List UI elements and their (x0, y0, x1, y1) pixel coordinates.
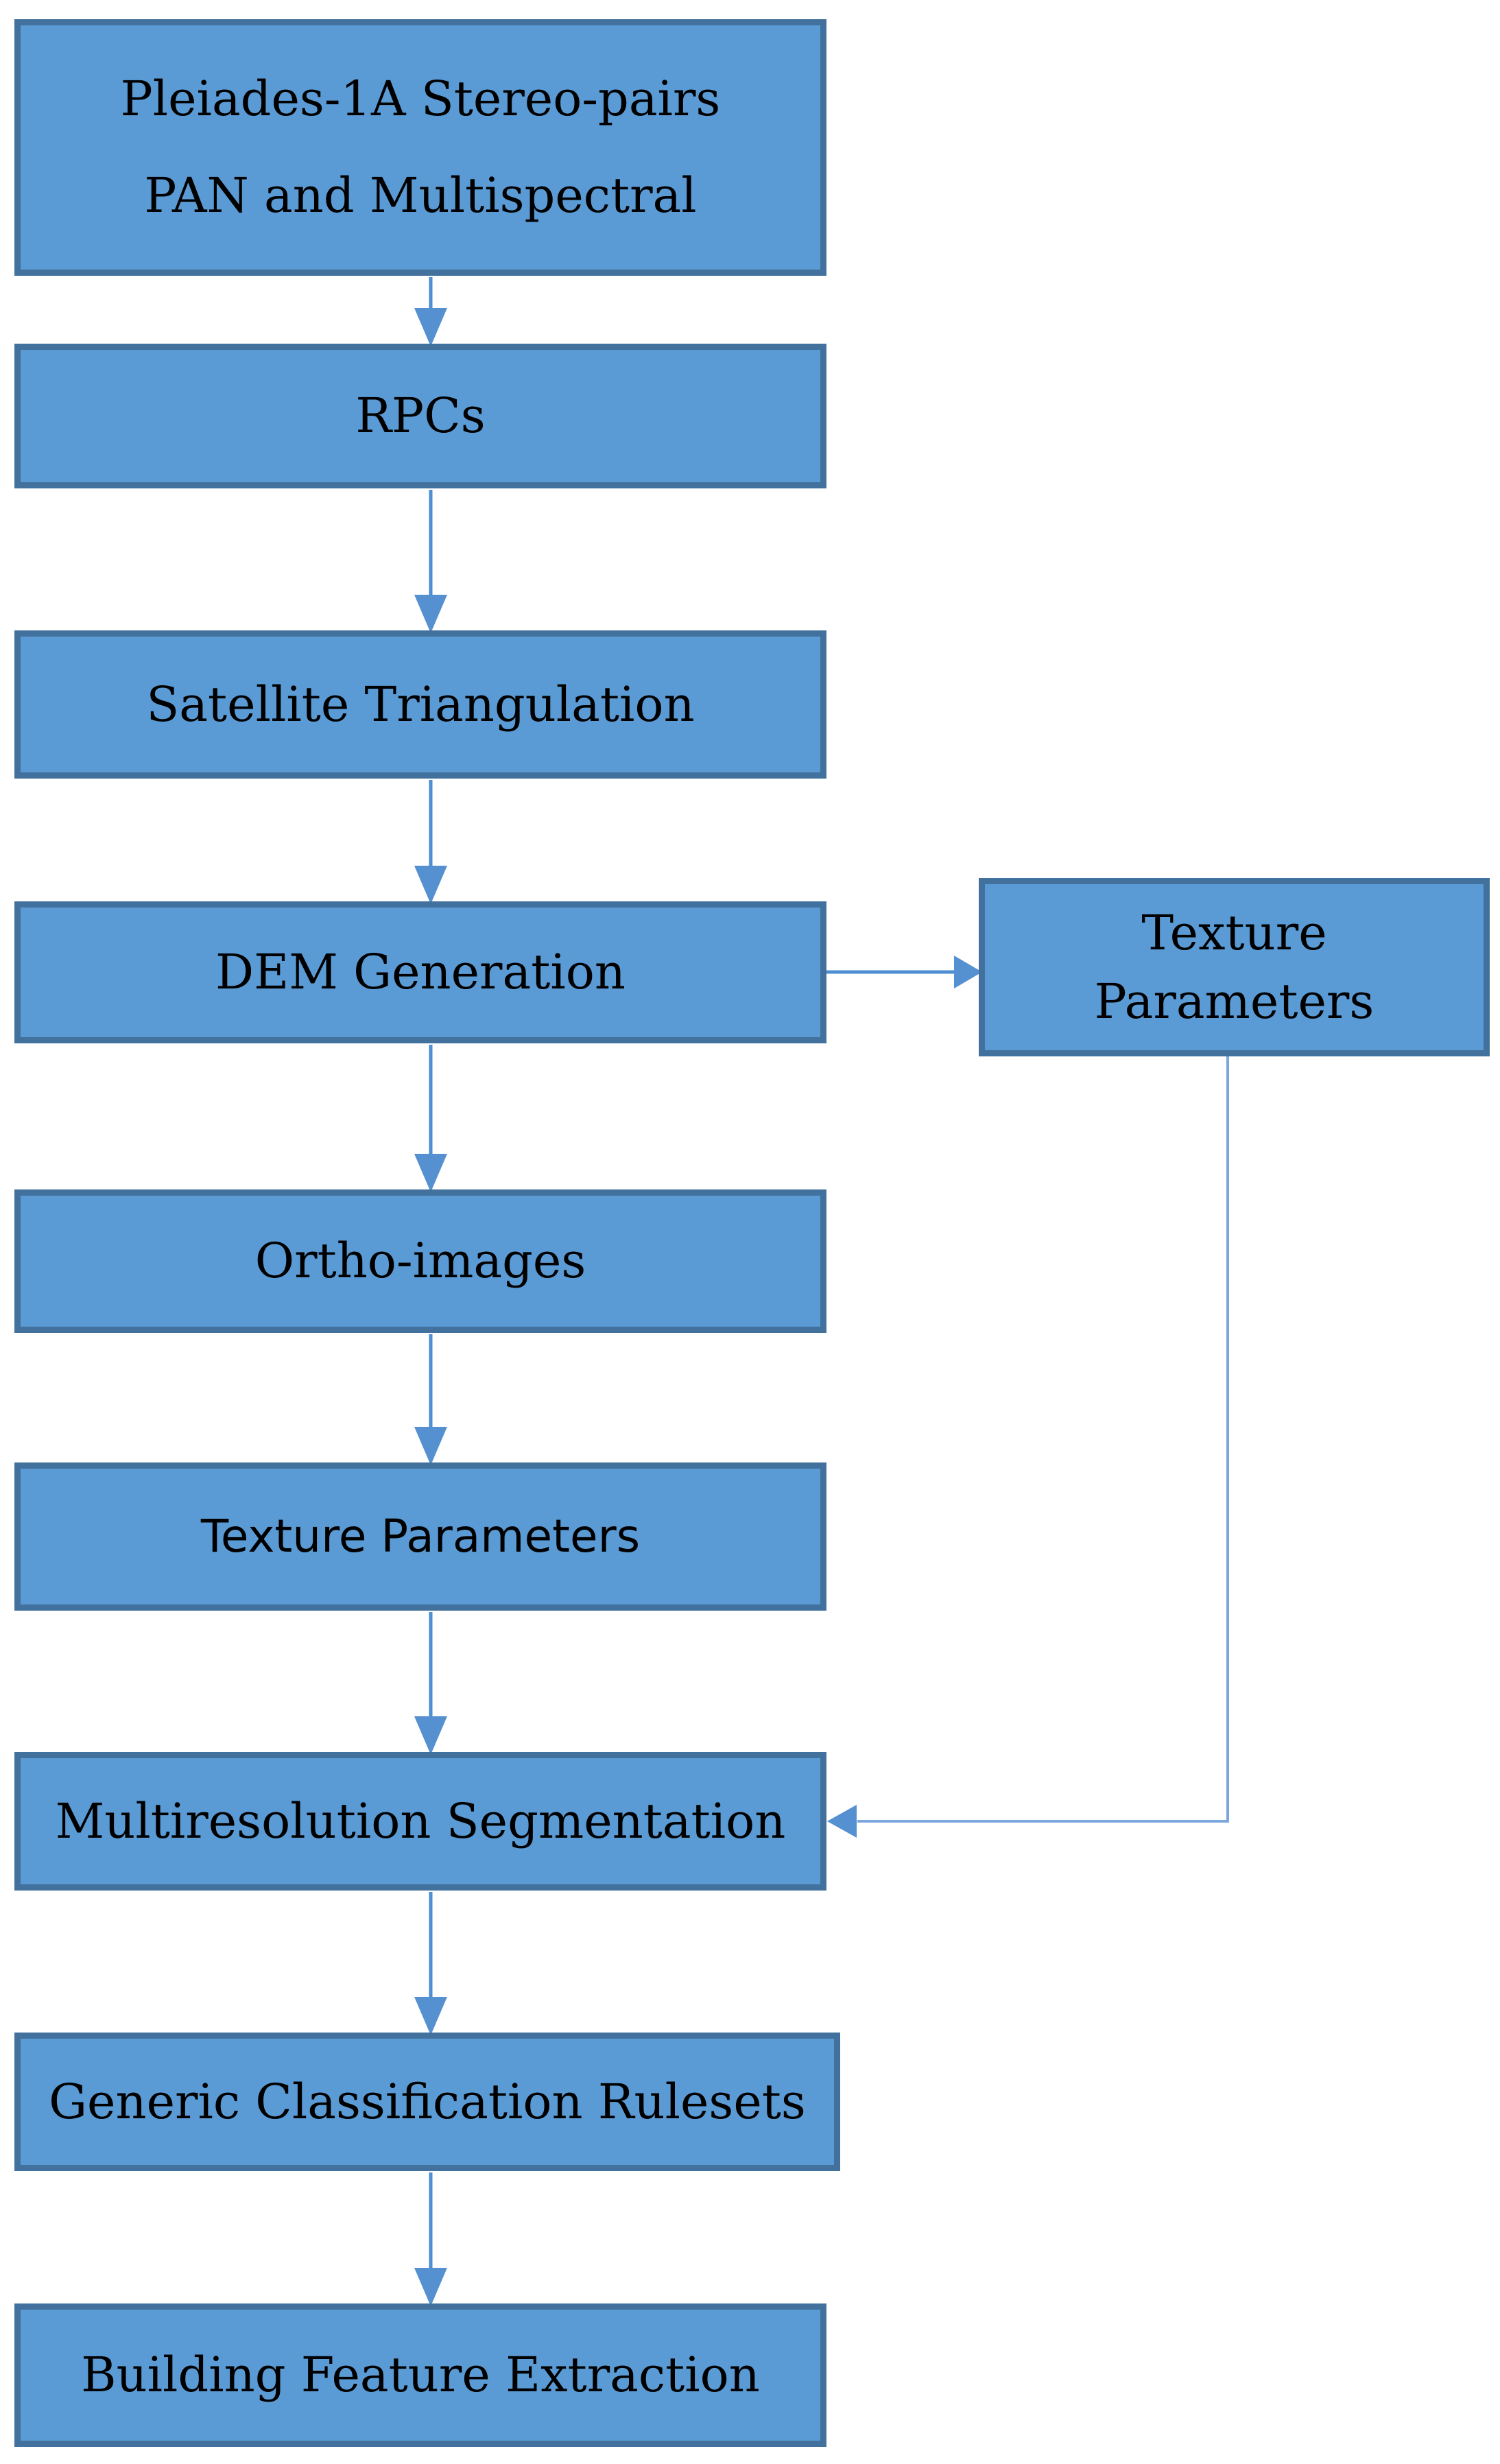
node-label: Pleiades-1A Stereo-pairs (120, 71, 721, 128)
arrow-ortho-images-to-texture-parameters (414, 1334, 447, 1465)
node-label: Texture (1141, 905, 1327, 961)
node-ortho-images: Ortho-images (14, 1189, 826, 1333)
node-label: Ortho-images (254, 1233, 586, 1289)
node-texture-parameters-side: Texture Parameters (979, 878, 1490, 1056)
node-label: PAN and Multispectral (144, 167, 697, 224)
node-multiresolution-segmentation: Multiresolution Segmentation (14, 1752, 826, 1891)
node-pleiades-stereo-pairs: Pleiades-1A Stereo-pairs PAN and Multisp… (14, 19, 826, 276)
arrow-texture-parameters-side-to-multiresolution-segmentation (827, 1056, 1229, 1838)
node-label: Building Feature Extraction (81, 2347, 760, 2403)
node-label: RPCs (355, 388, 486, 444)
arrow-pleiades-to-rpcs (414, 277, 447, 346)
node-label: Parameters (1094, 973, 1374, 1030)
arrow-satellite-triangulation-to-dem-generation (414, 780, 447, 904)
arrow-multiresolution-segmentation-to-generic-classification-rulesets (414, 1892, 447, 2035)
node-dem-generation: DEM Generation (14, 901, 826, 1043)
arrow-dem-generation-to-texture-parameters-side (825, 956, 982, 988)
node-texture-parameters: Texture Parameters (14, 1462, 826, 1611)
node-label: Satellite Triangulation (146, 676, 695, 733)
arrow-texture-parameters-to-multiresolution-segmentation (414, 1612, 447, 1755)
node-label: Multiresolution Segmentation (55, 1792, 786, 1849)
node-label: DEM Generation (215, 944, 626, 1000)
arrow-generic-classification-rulesets-to-building-feature-extraction (414, 2172, 447, 2306)
node-rpcs: RPCs (14, 344, 826, 488)
node-building-feature-extraction: Building Feature Extraction (14, 2303, 826, 2447)
node-label: Texture Parameters (200, 1509, 641, 1563)
node-generic-classification-rulesets: Generic Classification Rulesets (14, 2033, 840, 2171)
node-label: Generic Classification Rulesets (49, 2073, 806, 2130)
arrow-rpcs-to-satellite-triangulation (414, 490, 447, 633)
arrow-dem-generation-to-ortho-images (414, 1045, 447, 1192)
node-satellite-triangulation: Satellite Triangulation (14, 630, 826, 779)
